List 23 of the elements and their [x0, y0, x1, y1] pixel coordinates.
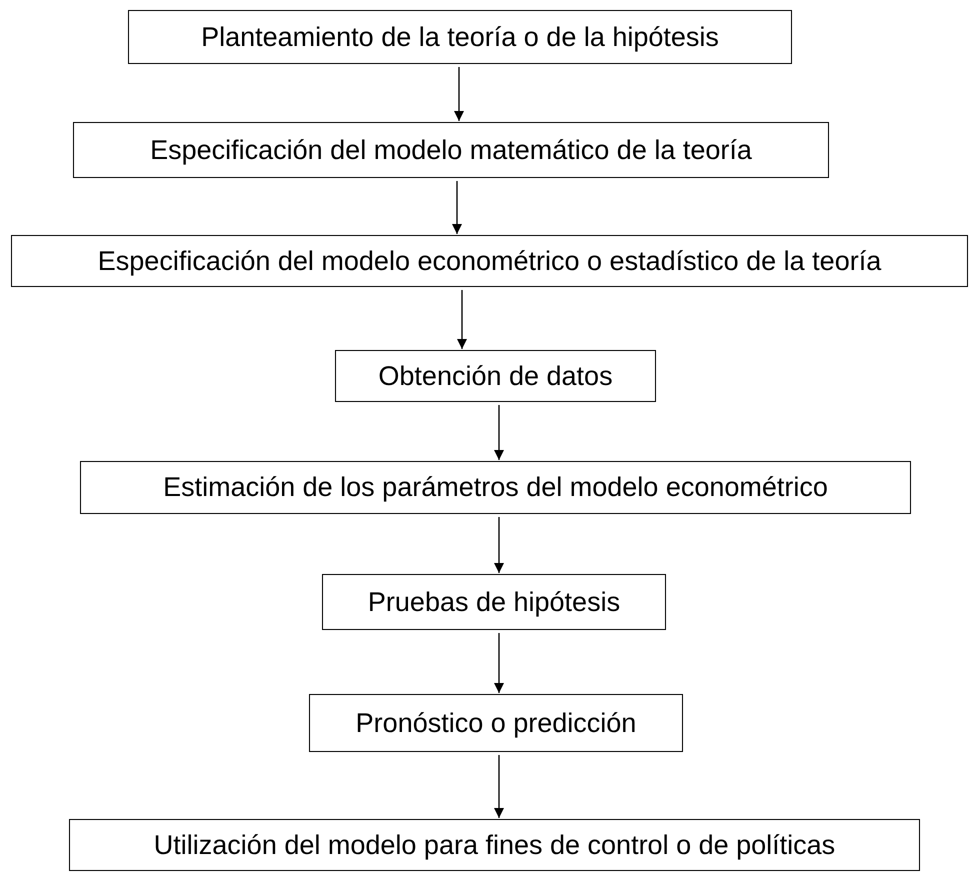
step-label: Planteamiento de la teoría o de la hipótesis [201, 22, 719, 52]
process-box [335, 350, 656, 402]
step-label: Pruebas de hipótesis [368, 586, 620, 618]
step-label: Estimación de los parámetros del modelo econométrico [163, 472, 828, 503]
arrow [494, 755, 504, 818]
step-label: Pronóstico o predicción [356, 708, 636, 738]
arrow [454, 67, 464, 121]
step-label: Especificación del modelo econométrico o estadístico de la teoría [98, 246, 882, 276]
step-label: Utilización del modelo para fines de control o de políticas [154, 830, 836, 860]
process-box [73, 122, 829, 178]
arrow [494, 633, 504, 693]
process-box [80, 461, 911, 514]
process-box [11, 235, 968, 287]
arrow [457, 290, 467, 349]
process-box [322, 574, 666, 630]
arrow [494, 405, 504, 460]
process-box [309, 694, 683, 752]
process-box [69, 819, 920, 871]
arrow [494, 517, 504, 573]
step-label: Especificación del modelo matemático de la teoría [150, 134, 752, 166]
arrow [452, 181, 462, 234]
process-box [128, 10, 792, 64]
step-label: Obtención de datos [378, 360, 613, 392]
